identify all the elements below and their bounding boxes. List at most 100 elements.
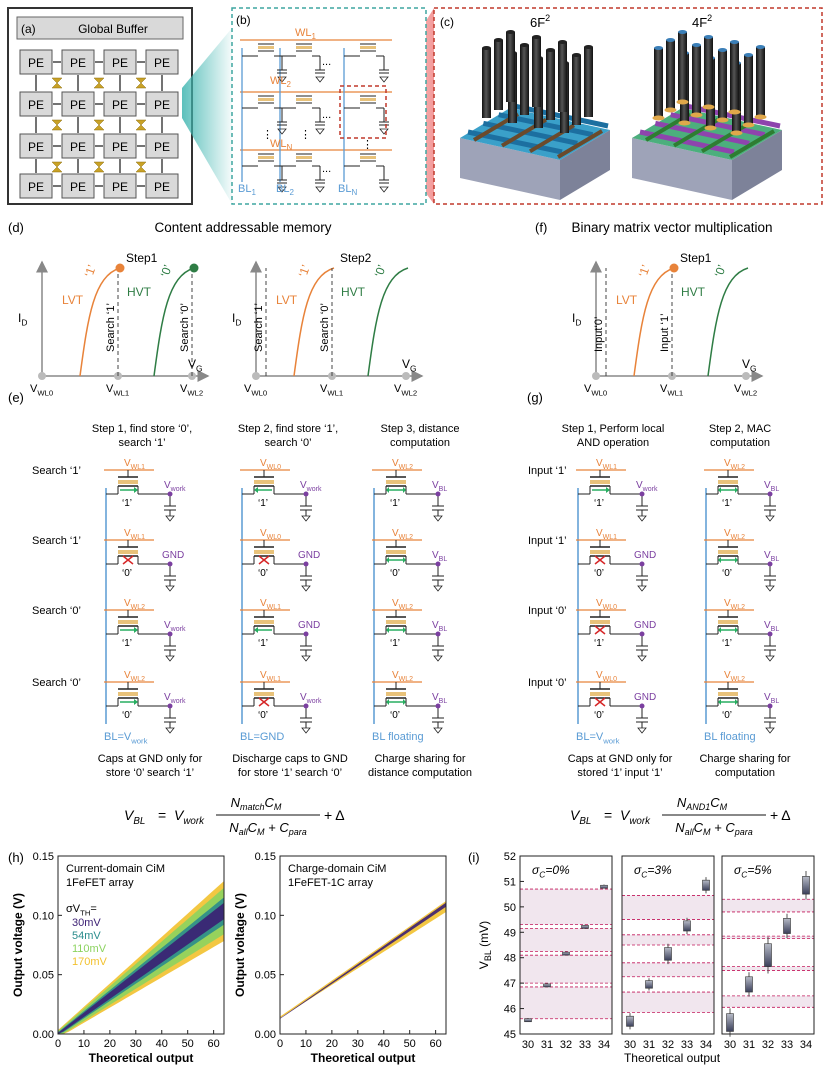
hvt-state-label: ‘0’: [158, 263, 175, 279]
cam-equation-lhs: VBL: [124, 807, 145, 827]
hvt-state-label: ‘0’: [712, 263, 729, 279]
chart-title: Current-domain CiM: [66, 863, 165, 875]
x-tick-label: 30: [522, 1039, 534, 1051]
word-line-strip: [556, 129, 604, 159]
ground-icon: [765, 515, 775, 522]
stored-state-label: ‘0’: [258, 710, 268, 721]
pe-block: [19, 49, 53, 75]
output-node: [435, 631, 441, 637]
decision-band: [622, 992, 714, 1013]
arrow-head: [254, 627, 258, 633]
ground-icon: [765, 727, 775, 734]
ellipsis: ...: [322, 163, 331, 175]
pillar-base: [702, 104, 715, 110]
output-label: VBL: [764, 620, 779, 633]
ground-icon: [277, 128, 287, 135]
y-axis-label: VBL (mV): [477, 921, 493, 969]
ferro-layer: [254, 620, 274, 624]
y-tick-label: 0.00: [255, 1029, 276, 1041]
legend-entry: 110mV: [72, 943, 107, 955]
pillar-top: [678, 30, 687, 34]
stored-state-label: ‘0’: [122, 568, 132, 579]
x-tick-label: 30: [130, 1038, 142, 1050]
y-tick-label: 45: [504, 1029, 516, 1041]
pillar: [744, 55, 753, 125]
x-tick-label: 20: [326, 1038, 338, 1050]
ground-icon: [301, 727, 311, 734]
output-label: GND: [162, 550, 184, 561]
title-6f2: 6F2: [530, 13, 550, 30]
x-tick-label: 34: [800, 1039, 812, 1051]
arrow-head: [403, 487, 406, 493]
x-tick-label: 30: [624, 1039, 636, 1051]
ferro-layer: [590, 620, 610, 624]
legend-entry: 170mV: [72, 956, 108, 968]
title-4f2: 4F2: [692, 13, 712, 30]
plot-frame: [621, 855, 715, 1035]
pillar-base: [676, 99, 689, 105]
step-heading: Step 1, find store ‘0’,: [92, 423, 192, 435]
pillar: [692, 45, 701, 115]
decision-band: [520, 986, 612, 1019]
panel-d-label: (d): [8, 220, 24, 235]
wl-voltage-label: VWL2: [392, 528, 413, 541]
y-tick-label: 0.05: [255, 970, 276, 982]
pillar-top: [494, 38, 503, 42]
stored-state-label: ‘1’: [258, 498, 268, 509]
ground-icon: [637, 585, 647, 592]
structure-4f2: [632, 30, 782, 200]
pillar: [678, 32, 687, 102]
step-heading: computation: [390, 437, 450, 449]
off-cross: [258, 697, 270, 707]
y-tick-label: 0.15: [255, 851, 276, 863]
bias-label: VWL0: [244, 383, 267, 397]
pe-block: [145, 49, 179, 75]
ferro-layer: [118, 692, 138, 696]
bias-label: VWL1: [106, 383, 129, 397]
pe-block: [61, 173, 95, 199]
arrow-head: [386, 699, 389, 705]
wl-voltage-label: VWL2: [124, 670, 145, 683]
step-caption: for store ‘1’ search ‘0’: [238, 767, 342, 779]
pillar-top: [482, 46, 491, 50]
bl-condition: BL=GND: [240, 731, 284, 743]
stored-state-label: ‘0’: [722, 710, 732, 721]
ferro-layer: [118, 620, 138, 624]
ferro-layer: [386, 480, 406, 484]
box: [664, 947, 672, 961]
panel-b: (b) .........⋮⋮⋮ WL1 WL2 WLN BL1 BL2 BLN: [231, 7, 427, 205]
word-line-strip: [728, 129, 776, 159]
pe-block: [103, 133, 137, 159]
arrow-head: [134, 699, 138, 705]
bias-point: [742, 372, 750, 380]
stored-state-label: ‘1’: [722, 638, 732, 649]
router-icon: [51, 161, 63, 173]
panel-e-label: (e): [8, 390, 24, 405]
arrow-head: [134, 627, 138, 633]
bias-label: VWL1: [660, 383, 683, 397]
output-label: VBL: [764, 550, 779, 563]
ferro-layer: [590, 692, 610, 696]
cam-circuits: Step 1, find store ‘0’,search ‘1’Step 2,…: [32, 423, 472, 779]
ground-icon: [637, 515, 647, 522]
hvt-curve: [367, 267, 409, 377]
chart-title: Charge-domain CiM: [288, 863, 386, 875]
bl-condition: BL=Vwork: [576, 731, 620, 745]
pillar: [482, 48, 491, 118]
output-node: [639, 631, 645, 637]
output-label: GND: [298, 550, 320, 561]
pillar-top: [666, 38, 675, 42]
pe-label: PE: [112, 140, 128, 154]
y-axis-label: Output voltage (V): [233, 893, 247, 997]
stored-state-label: ‘1’: [258, 638, 268, 649]
panel-c-label: (c): [440, 15, 454, 29]
router-icon: [51, 77, 63, 89]
decision-band: [722, 995, 814, 1008]
pillar: [494, 40, 503, 110]
ground-icon: [165, 515, 175, 522]
x-tick-label: 10: [300, 1038, 312, 1050]
stored-state-label: ‘0’: [594, 710, 604, 721]
x-tick-label: 33: [781, 1039, 793, 1051]
